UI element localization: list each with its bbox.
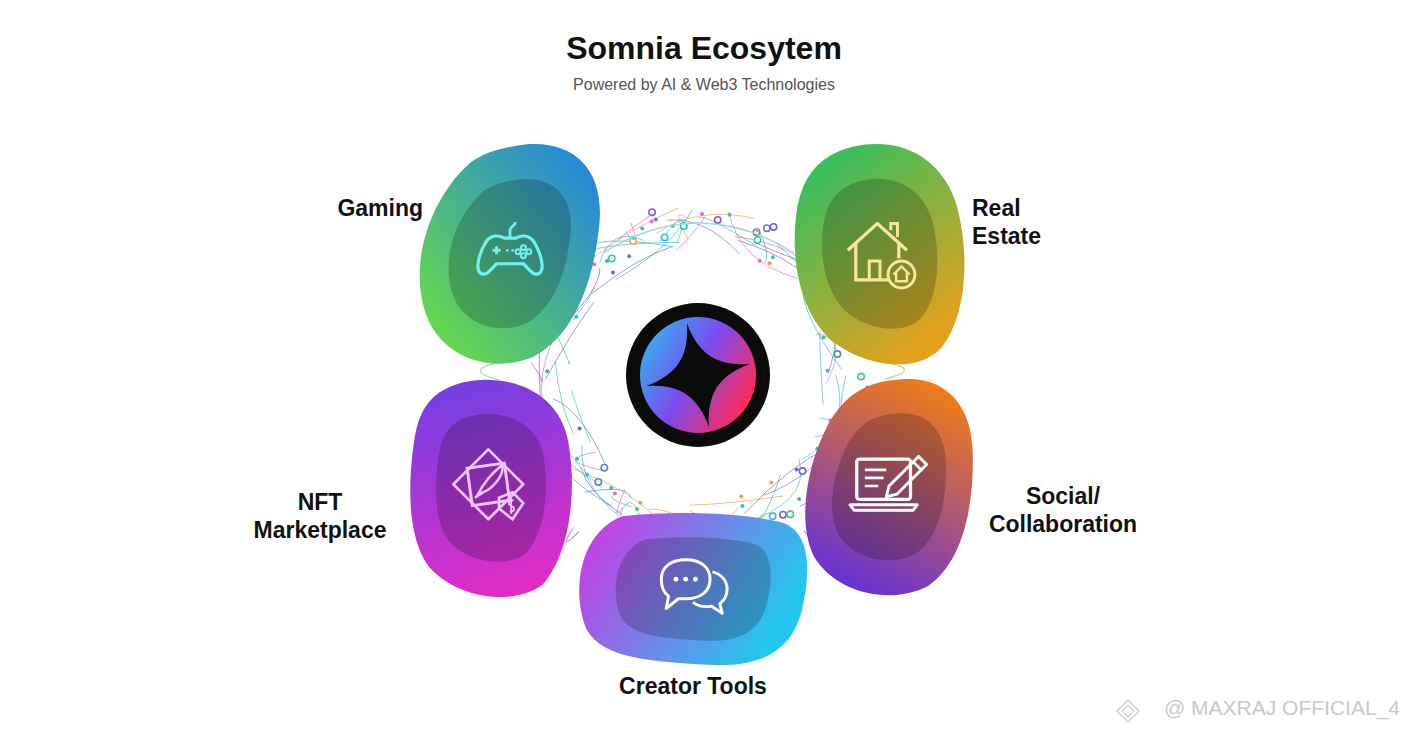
blob-outline bbox=[805, 379, 973, 595]
network-line bbox=[600, 236, 644, 263]
network-dot bbox=[649, 209, 655, 215]
blob-inner bbox=[822, 179, 937, 329]
network-line bbox=[571, 390, 590, 442]
network-dot bbox=[578, 427, 582, 431]
network-dot bbox=[770, 224, 776, 230]
network-dot bbox=[769, 513, 775, 519]
category-label: Gaming bbox=[337, 194, 423, 222]
network-dot bbox=[715, 217, 721, 223]
network-dot bbox=[575, 457, 579, 461]
category-label: Creator Tools bbox=[619, 672, 767, 700]
network-dot bbox=[771, 255, 775, 259]
network-dot bbox=[822, 335, 826, 339]
network-dot bbox=[601, 465, 607, 471]
link-arc bbox=[480, 362, 501, 380]
category-label: Social/ Collaboration bbox=[977, 482, 1149, 538]
network-dot bbox=[764, 225, 770, 231]
network-dot bbox=[858, 373, 864, 379]
network-dot bbox=[826, 369, 830, 373]
blob-node: Creator Tools bbox=[575, 510, 811, 668]
network-line bbox=[581, 468, 622, 515]
blob-shape bbox=[790, 140, 970, 366]
network-dot bbox=[795, 467, 799, 471]
blob-node: Real Estate bbox=[790, 140, 970, 366]
network-dot bbox=[595, 479, 601, 485]
blob-node: Gaming bbox=[412, 140, 607, 366]
network-line bbox=[660, 219, 683, 243]
network-line bbox=[576, 452, 602, 470]
network-dot bbox=[574, 315, 578, 319]
network-dot bbox=[650, 219, 654, 223]
link-arc bbox=[884, 362, 904, 379]
network-line bbox=[618, 216, 649, 239]
network-dot bbox=[754, 237, 760, 243]
network-line bbox=[531, 362, 543, 381]
network-dot bbox=[627, 254, 631, 258]
subtitle: Powered by AI & Web3 Technologies bbox=[0, 76, 1408, 94]
network-dot bbox=[609, 255, 615, 261]
network-dot bbox=[755, 228, 759, 232]
network-dot bbox=[739, 495, 743, 499]
network-dot bbox=[638, 501, 642, 505]
network-dot bbox=[609, 486, 613, 490]
network-dot bbox=[780, 512, 786, 518]
category-label: Real Estate bbox=[972, 194, 1041, 250]
network-dot bbox=[585, 472, 589, 476]
diagram-title: Somnia Ecosytem bbox=[0, 30, 1408, 67]
network-dot bbox=[545, 369, 549, 373]
watermark-mark bbox=[1117, 700, 1139, 722]
network-dot bbox=[654, 217, 658, 221]
blob-shape bbox=[412, 140, 607, 366]
network-dot bbox=[787, 511, 793, 517]
blob-outline bbox=[410, 380, 572, 597]
blob-node: Social/ Collaboration bbox=[800, 375, 978, 597]
category-icon bbox=[654, 550, 732, 628]
category-icon bbox=[467, 210, 553, 296]
network-dot bbox=[661, 234, 667, 240]
blob-shape bbox=[575, 510, 811, 668]
network-line bbox=[585, 241, 674, 252]
network-dot bbox=[700, 212, 704, 216]
network-dot bbox=[797, 497, 801, 501]
category-label: NFT Marketplace bbox=[240, 488, 400, 544]
link-arc bbox=[566, 528, 579, 541]
network-line bbox=[729, 211, 798, 278]
network-dot bbox=[640, 227, 644, 231]
network-dot bbox=[758, 259, 762, 263]
network-dot bbox=[611, 270, 615, 274]
link-arc bbox=[603, 223, 794, 253]
network-dot bbox=[799, 468, 805, 474]
network-dot bbox=[613, 492, 617, 496]
blob-inner bbox=[832, 413, 946, 560]
category-icon bbox=[846, 443, 932, 529]
center-logo bbox=[626, 303, 770, 447]
network-line bbox=[612, 495, 632, 506]
blob-inner bbox=[616, 537, 771, 640]
network-line bbox=[557, 334, 570, 364]
network-dot bbox=[769, 481, 773, 485]
category-icon bbox=[448, 444, 534, 530]
network-dot bbox=[768, 261, 772, 265]
network-dot bbox=[728, 213, 732, 217]
network-line bbox=[656, 214, 754, 233]
network-dot bbox=[635, 507, 639, 511]
blob-inner bbox=[436, 414, 546, 562]
blob-outline bbox=[795, 144, 965, 364]
blob-outline bbox=[579, 513, 807, 665]
blob-inner bbox=[448, 179, 571, 328]
network-line bbox=[592, 247, 672, 294]
category-icon bbox=[837, 210, 923, 296]
watermark: @ MAXRAJ OFFICIAL_4 bbox=[1164, 696, 1400, 720]
network-dot bbox=[834, 351, 840, 357]
blob-node: NFT Marketplace bbox=[405, 376, 577, 598]
blob-outline bbox=[420, 144, 600, 364]
network-dot bbox=[740, 504, 744, 508]
